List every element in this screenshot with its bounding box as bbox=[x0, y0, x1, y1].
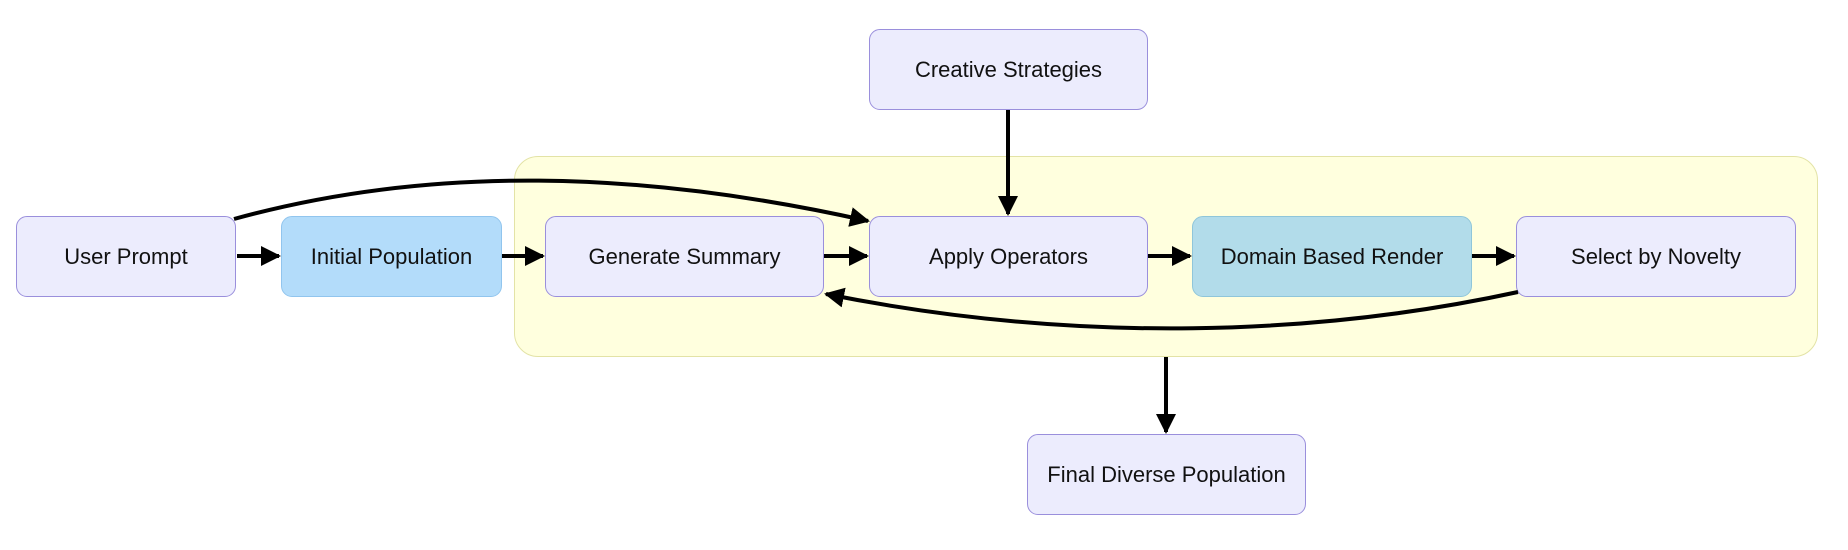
node-final-diverse-population[interactable]: Final Diverse Population bbox=[1027, 434, 1306, 515]
node-creative-strategies[interactable]: Creative Strategies bbox=[869, 29, 1148, 110]
node-select-by-novelty[interactable]: Select by Novelty bbox=[1516, 216, 1796, 297]
node-initial-population[interactable]: Initial Population bbox=[281, 216, 502, 297]
node-apply-operators[interactable]: Apply Operators bbox=[869, 216, 1148, 297]
node-domain-based-render[interactable]: Domain Based Render bbox=[1192, 216, 1472, 297]
node-generate-summary[interactable]: Generate Summary bbox=[545, 216, 824, 297]
node-user-prompt[interactable]: User Prompt bbox=[16, 216, 236, 297]
